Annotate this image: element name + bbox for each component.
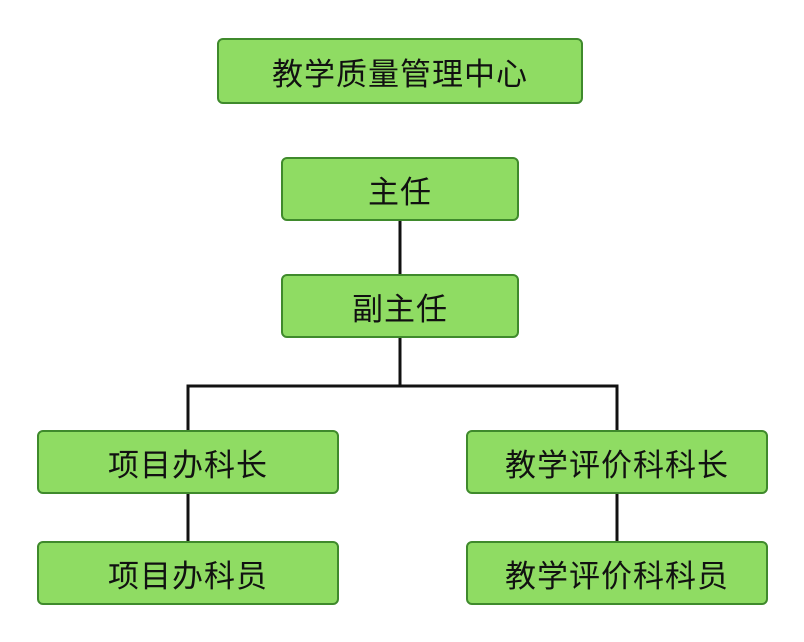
project-office-head-node: 项目办科长	[37, 430, 339, 494]
project-office-staff-node: 项目办科员	[37, 541, 339, 605]
evaluation-staff-node: 教学评价科科员	[466, 541, 768, 605]
director-node: 主任	[281, 157, 519, 221]
evaluation-head-node: 教学评价科科长	[466, 430, 768, 494]
center-title-node: 教学质量管理中心	[217, 38, 583, 104]
deputy-director-node: 副主任	[281, 274, 519, 338]
